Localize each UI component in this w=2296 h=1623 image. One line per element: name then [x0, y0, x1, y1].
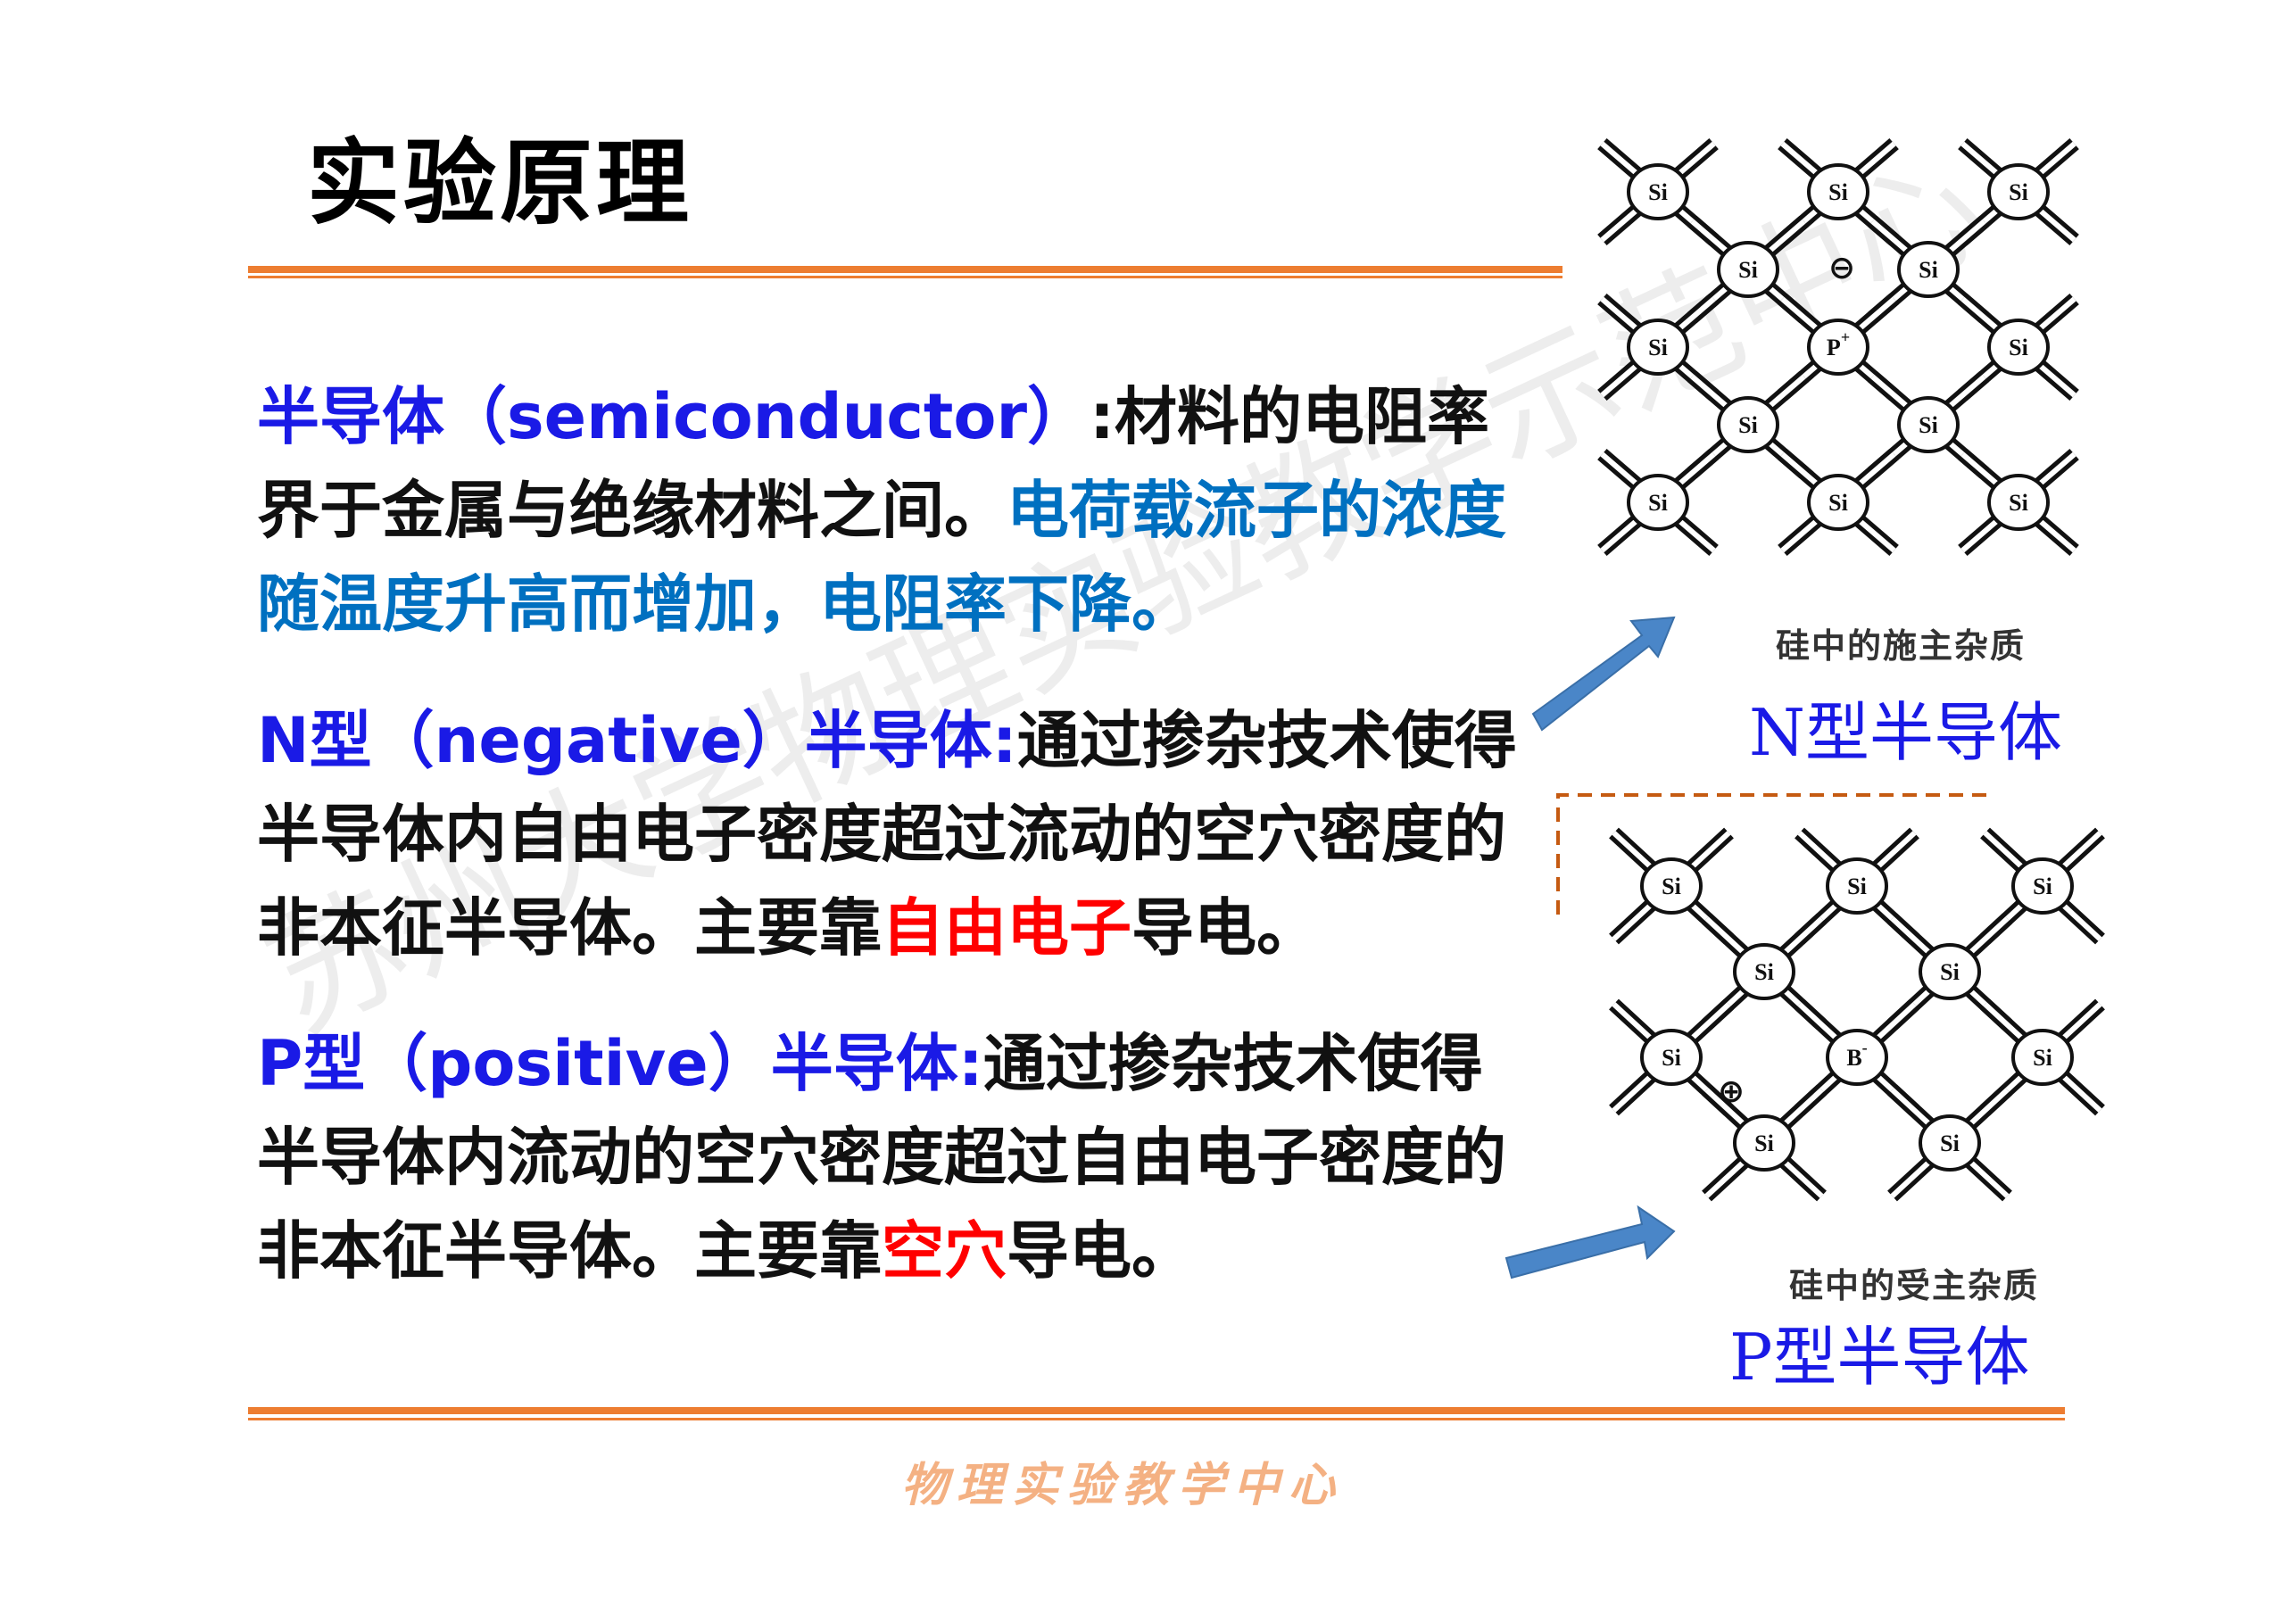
silicon-atom: Si	[2011, 857, 2074, 915]
p-type-text: 通过掺杂技术使得半导体内流动的空穴密度超过自由电子密度的非本征半导体。主要靠	[257, 1027, 1506, 1288]
silicon-atom: Si	[1987, 163, 2050, 220]
atom-label: Si	[1940, 959, 1960, 985]
atom-label: Si	[1648, 335, 1668, 360]
atom-label: Si	[1828, 490, 1848, 516]
silicon-atom: Si	[1807, 163, 1869, 220]
semiconductor-paragraph: 半导体（semiconductor）:材料的电阻率界于金属与绝缘材料之间。电荷载…	[257, 370, 1533, 651]
p-type-label: P型半导体	[1729, 1320, 2030, 1395]
atom-label: Si	[1919, 412, 1938, 438]
silicon-atom: Si	[1826, 857, 1888, 915]
atom-label: Si	[1847, 874, 1867, 899]
silicon-atom: Si	[2011, 1029, 2074, 1086]
footer-text: 物理实验教学中心	[901, 1459, 1345, 1512]
atom-label: Si	[2033, 1045, 2052, 1071]
dopant-atom: P+	[1807, 319, 1869, 376]
atom-label: Si	[2009, 490, 2028, 516]
silicon-atom: Si	[1733, 943, 1795, 1000]
semiconductor-definition: :材料的电阻率界于金属与绝缘材料之间。	[257, 380, 1490, 547]
atom-label: Si	[1754, 959, 1774, 985]
silicon-atom: Si	[1919, 943, 1981, 1000]
n-type-text-end: 导电。	[1131, 891, 1319, 965]
silicon-atom: Si	[1627, 474, 1689, 531]
silicon-atom: Si	[1717, 396, 1779, 453]
atom-label: Si	[1648, 490, 1668, 516]
n-type-paragraph: N型（negative）半导体:通过掺杂技术使得半导体内自由电子密度超过流动的空…	[257, 694, 1533, 975]
n-type-caption: 硅中的施主杂质	[1776, 626, 2027, 666]
charge-carrier-icon: ⊕	[1718, 1073, 1745, 1110]
silicon-atom: Si	[1640, 857, 1703, 915]
atom-label: Si	[2009, 179, 2028, 205]
p-type-highlight: 空穴	[882, 1214, 1007, 1288]
n-type-term: N型（negative）半导体:	[257, 704, 1017, 777]
silicon-atom: Si	[1987, 319, 2050, 376]
atom-label: Si	[1754, 1130, 1774, 1156]
silicon-atom: Si	[1919, 1114, 1981, 1172]
footer-divider	[248, 1407, 2065, 1414]
atom-label: Si	[1940, 1130, 1960, 1156]
atom-label: Si	[2009, 335, 2028, 360]
p-type-paragraph: P型（positive）半导体:通过掺杂技术使得半导体内流动的空穴密度超过自由电…	[257, 1017, 1533, 1298]
p-arrow-icon	[1504, 1205, 1676, 1279]
n-type-highlight: 自由电子	[882, 891, 1131, 965]
semiconductor-highlight: 电荷载流子的浓度随温度升高而增加，电阻率下降。	[257, 474, 1506, 641]
atom-label: Si	[1662, 1045, 1681, 1071]
n-type-label: N型半导体	[1749, 695, 2063, 770]
silicon-atom: Si	[1897, 241, 1960, 298]
title-divider	[248, 266, 1562, 273]
p-type-caption: 硅中的受主杂质	[1789, 1266, 2040, 1305]
silicon-atom: Si	[1897, 396, 1960, 453]
page-title: 实验原理	[307, 128, 693, 237]
p-type-term: P型（positive）半导体:	[257, 1027, 983, 1100]
dopant-atom: B-	[1826, 1029, 1888, 1086]
charge-carrier-icon: ⊖	[1828, 250, 1855, 286]
atom-label: Si	[1919, 257, 1938, 283]
atom-label: Si	[1828, 179, 1848, 205]
silicon-atom: Si	[1717, 241, 1779, 298]
silicon-atom: Si	[1640, 1029, 1703, 1086]
atom-label: Si	[1738, 257, 1758, 283]
atom-label: Si	[2033, 874, 2052, 899]
n-type-text: 通过掺杂技术使得半导体内自由电子密度超过流动的空穴密度的非本征半导体。主要靠	[257, 704, 1517, 965]
title-divider-thin	[248, 276, 1562, 278]
dashed-frame	[1556, 793, 1987, 915]
footer-divider-thin	[248, 1418, 2065, 1420]
atom-label: Si	[1648, 179, 1668, 205]
silicon-atom: Si	[1627, 163, 1689, 220]
silicon-atom: Si	[1733, 1114, 1795, 1172]
silicon-atom: Si	[1987, 474, 2050, 531]
silicon-atom: Si	[1807, 474, 1869, 531]
n-arrow-icon	[1531, 616, 1676, 732]
atom-label: Si	[1662, 874, 1681, 899]
semiconductor-term: 半导体（semiconductor）	[257, 380, 1090, 453]
p-type-text-end: 导电。	[1007, 1214, 1194, 1288]
silicon-atom: Si	[1627, 319, 1689, 376]
atom-label: Si	[1738, 412, 1758, 438]
